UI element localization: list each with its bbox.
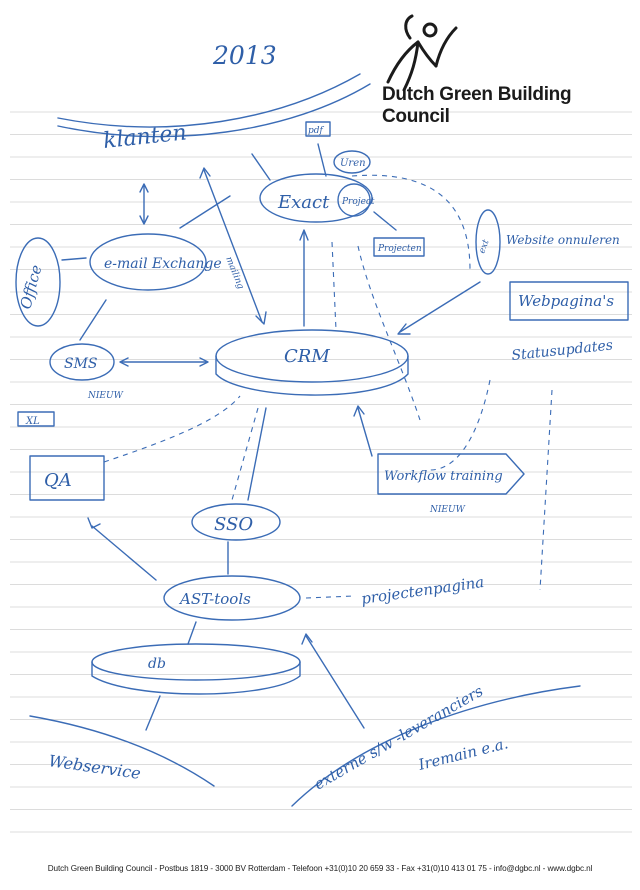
webservice-label: Webservice	[47, 751, 142, 783]
klanten-arc-2	[57, 83, 371, 138]
webpaginas-label: Webpagina's	[518, 292, 614, 310]
xl-box	[17, 411, 55, 427]
email-exchange-label: e-mail Exchange	[104, 256, 222, 272]
ast-tools-node	[163, 575, 301, 621]
arrow-ast-externe	[305, 635, 365, 729]
arrowhead	[139, 183, 149, 193]
xl-label: XL	[25, 416, 40, 427]
arrowhead	[199, 167, 211, 179]
workflow-arrow-box	[377, 453, 525, 495]
projecten-label: Projecten	[377, 244, 422, 254]
exact-label: Exact	[277, 192, 330, 213]
arrow-exact-pdf	[317, 143, 327, 177]
arrow-office-email	[61, 257, 87, 261]
webservice-arc	[29, 715, 215, 787]
connection-arrows	[61, 143, 481, 731]
year-label: 2013	[212, 41, 277, 70]
office-node	[15, 237, 61, 327]
arrowhead	[87, 517, 101, 529]
projecten-box	[373, 237, 425, 257]
arrow-db-webservice	[145, 695, 161, 731]
arrow-projecten-project	[373, 211, 397, 231]
arrowhead	[299, 229, 309, 241]
email-exchange-node	[89, 233, 207, 291]
project-node	[337, 183, 371, 217]
dashed-exact-web	[351, 174, 471, 271]
uren-label: Uren	[340, 158, 366, 169]
sms-nieuw-label: NIEUW	[87, 391, 124, 401]
webpaginas-box	[509, 281, 629, 321]
dashed-crm-sso	[231, 407, 259, 501]
arrowhead	[255, 311, 267, 325]
mailing-label: mailing	[223, 255, 245, 291]
ast-tools-label: AST-tools	[178, 590, 251, 608]
arrow-exact-email	[179, 195, 231, 229]
projectenpagina-label: projectenpagina	[360, 573, 485, 608]
arrow-crm-sso	[247, 407, 267, 501]
qa-box	[29, 455, 105, 501]
website-label: Website onnuleren	[506, 233, 620, 247]
pdf-box	[305, 121, 331, 137]
arrowhead	[199, 357, 209, 367]
office-label: Office	[16, 263, 45, 311]
qa-label: QA	[44, 470, 72, 491]
db-label: db	[148, 656, 166, 672]
sso-label: SSO	[214, 514, 253, 535]
project-label: Project	[341, 197, 375, 207]
ext-label: ext	[477, 238, 491, 255]
crm-label: CRM	[284, 346, 330, 367]
arrowhead	[353, 405, 365, 417]
exact-node	[259, 173, 373, 223]
externe-label: externe s/w -leveranciers	[311, 682, 486, 794]
dashed-status-workflow	[429, 379, 491, 471]
arrowhead	[301, 633, 313, 645]
db-disc-side	[91, 661, 301, 695]
arrowhead	[119, 357, 129, 367]
dashed-exact-workflow	[357, 245, 421, 421]
uren-node	[333, 150, 371, 174]
externe-arc	[291, 685, 581, 807]
arrow-exact-up	[251, 153, 271, 181]
sms-node	[49, 343, 115, 381]
arrow-web-crm	[399, 281, 481, 333]
workflow-label: Workflow training	[384, 469, 503, 484]
ext-node	[475, 209, 501, 275]
pdf-label: pdf	[308, 126, 325, 136]
arrowhead	[139, 215, 149, 225]
sms-label: SMS	[64, 356, 98, 372]
dashed-qa-crm	[103, 395, 241, 463]
arrow-crm-workflow	[357, 407, 373, 457]
dashed-exact-crm	[331, 241, 337, 331]
dashed-links	[103, 174, 553, 591]
arrow-email-sms	[79, 299, 107, 341]
crm-disc-side	[215, 355, 409, 396]
page-footer: Dutch Green Building Council - Postbus 1…	[47, 864, 593, 873]
projecten-link	[305, 595, 355, 599]
dashed-status-projectpage	[539, 389, 553, 591]
arrowhead	[397, 323, 411, 335]
iremain-label: Iremain e.a.	[416, 734, 510, 774]
dgbc-logo-icon	[386, 14, 458, 92]
workflow-nieuw-label: NIEUW	[429, 505, 466, 515]
sso-node	[191, 503, 281, 541]
logo-brand-text: Dutch Green Building Council	[382, 84, 572, 127]
klanten-arc	[57, 73, 361, 128]
arrow-qa-ast	[91, 525, 157, 581]
arrow-klanten-crm	[203, 169, 263, 323]
arrow-ast-db	[187, 621, 197, 645]
